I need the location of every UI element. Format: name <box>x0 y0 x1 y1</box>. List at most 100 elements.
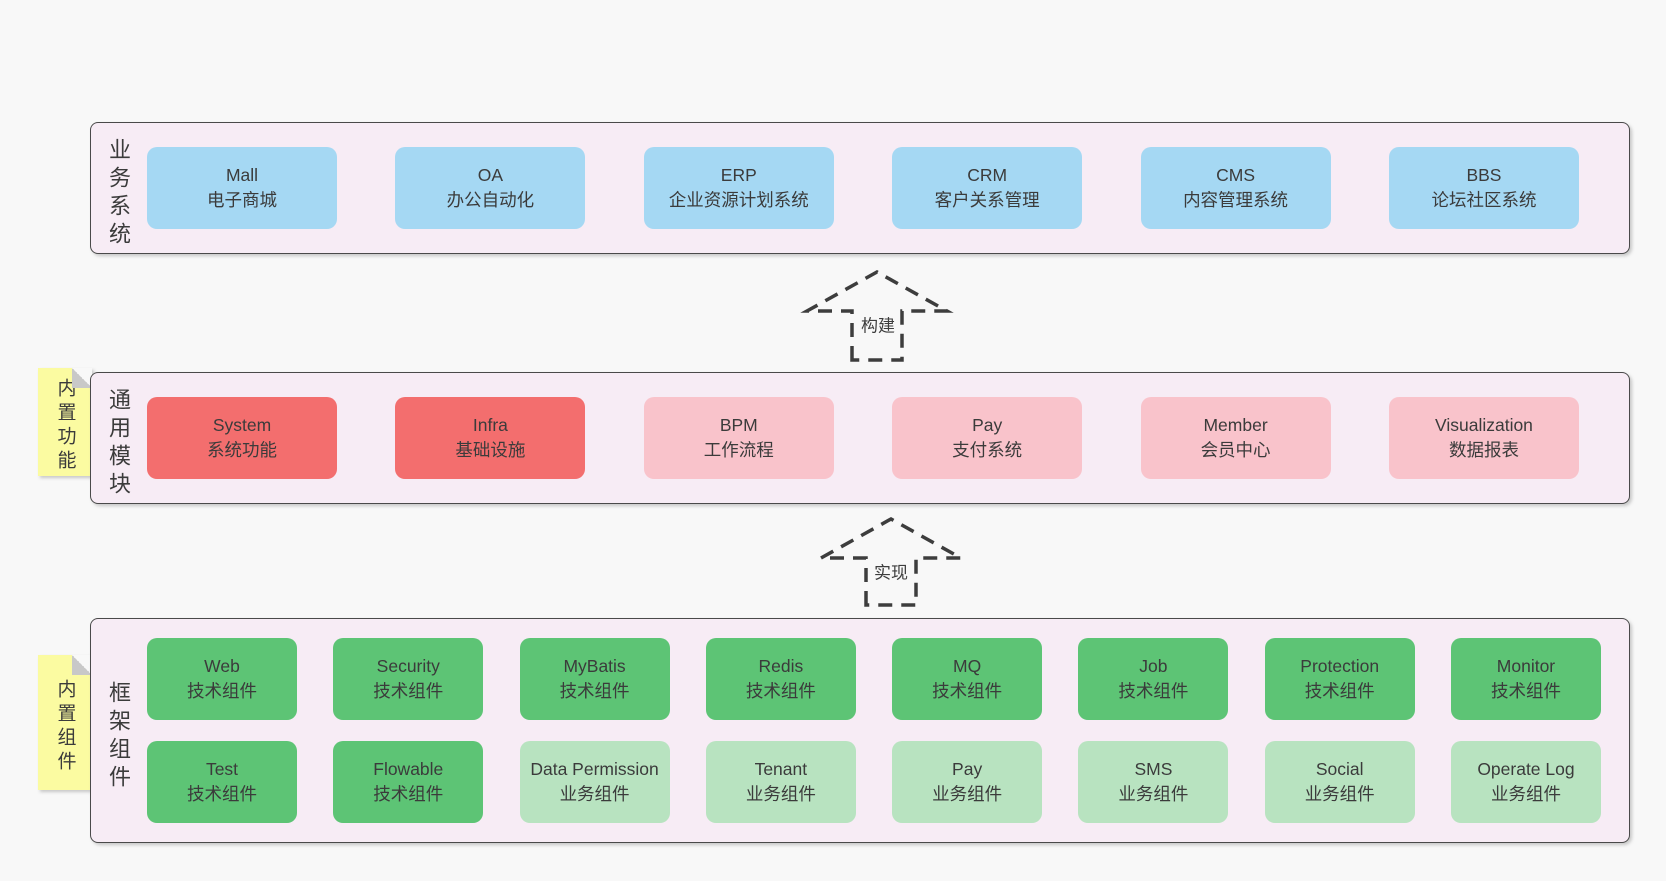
box-desc: 内容管理系统 <box>1183 190 1289 210</box>
box-desc: 系统功能 <box>207 440 277 460</box>
sticky-note-label: 内置功能 <box>54 378 76 474</box>
box-mall: Mall 电子商城 <box>147 147 337 229</box>
sticky-note-built-in-components: 内置组件 <box>38 655 92 790</box>
box-member: Member 会员中心 <box>1140 397 1331 479</box>
box-monitor: Monitor 技术组件 <box>1450 638 1601 720</box>
box-erp: ERP 企业资源计划系统 <box>643 147 834 229</box>
box-operate-log: Operate Log 业务组件 <box>1450 741 1601 823</box>
box-infra: Infra 基础设施 <box>395 397 586 479</box>
band-label: 框架组件 <box>106 680 131 793</box>
box-desc: 业务组件 <box>745 784 816 804</box>
box-crm: CRM 客户关系管理 <box>892 147 1083 229</box>
box-desc: 业务组件 <box>932 784 1003 804</box>
box-name: Operate Log <box>1477 759 1575 779</box>
box-row: Test 技术组件 Flowable 技术组件 Data Permission … <box>147 741 1601 823</box>
box-name: Data Permission <box>530 759 659 779</box>
band-label: 业务系统 <box>106 138 131 250</box>
box-name: ERP <box>720 165 757 185</box>
box-tenant: Tenant 业务组件 <box>705 741 856 823</box>
box-name: Test <box>205 759 239 779</box>
box-desc: 技术组件 <box>187 681 257 701</box>
box-data-permission: Data Permission 业务组件 <box>519 741 670 823</box>
box-name: System <box>212 415 272 435</box>
box-name: BPM <box>719 415 758 435</box>
box-social: Social 业务组件 <box>1264 741 1415 823</box>
box-name: OA <box>477 165 504 185</box>
box-desc: 办公自动化 <box>446 190 535 210</box>
box-desc: 电子商城 <box>207 190 277 210</box>
band-label: 通用模块 <box>106 388 131 500</box>
box-desc: 技术组件 <box>932 681 1003 701</box>
box-name: Redis <box>758 656 804 676</box>
box-desc: 技术组件 <box>1490 681 1561 701</box>
sticky-note-label: 内置组件 <box>54 678 76 775</box>
box-desc: 工作流程 <box>703 440 774 460</box>
box-desc: 客户关系管理 <box>934 190 1040 210</box>
box-desc: 数据报表 <box>1448 440 1519 460</box>
box-name: Mall <box>225 165 259 185</box>
band-common-modules: 通用模块 System 系统功能 Infra 基础设施 BPM 工作流程 Pay… <box>90 372 1630 504</box>
build-arrow-icon <box>800 269 954 362</box>
box-name: Tenant <box>754 759 808 779</box>
folded-corner-icon <box>72 368 92 388</box>
box-desc: 技术组件 <box>187 784 257 804</box>
band-content: Mall 电子商城 OA 办公自动化 ERP 企业资源计划系统 CRM 客户关系… <box>147 123 1579 253</box>
box-name: CMS <box>1216 165 1255 185</box>
box-visualization: Visualization 数据报表 <box>1388 397 1579 479</box>
box-desc: 企业资源计划系统 <box>668 190 809 210</box>
folded-corner-icon <box>72 655 92 675</box>
box-redis: Redis 技术组件 <box>705 638 856 720</box>
box-desc: 业务组件 <box>1118 784 1189 804</box>
box-bpm: BPM 工作流程 <box>643 397 834 479</box>
box-name: MQ <box>953 656 982 676</box>
box-desc: 技术组件 <box>1118 681 1189 701</box>
box-oa: OA 办公自动化 <box>395 147 586 229</box>
box-desc: 技术组件 <box>373 784 444 804</box>
box-job: Job 技术组件 <box>1078 638 1229 720</box>
box-name: Member <box>1203 415 1268 435</box>
box-test: Test 技术组件 <box>147 741 297 823</box>
band-framework-components: 框架组件 Web 技术组件 Security 技术组件 MyBatis 技术组件… <box>90 618 1630 843</box>
box-pay: Pay 支付系统 <box>892 397 1083 479</box>
box-desc: 业务组件 <box>1490 784 1561 804</box>
box-row: System 系统功能 Infra 基础设施 BPM 工作流程 Pay 支付系统… <box>147 397 1579 479</box>
box-mybatis: MyBatis 技术组件 <box>519 638 670 720</box>
build-arrow-label: 构建 <box>858 310 898 338</box>
band-content: System 系统功能 Infra 基础设施 BPM 工作流程 Pay 支付系统… <box>147 373 1579 503</box>
box-desc: 技术组件 <box>1304 681 1375 701</box>
box-bbs: BBS 论坛社区系统 <box>1388 147 1579 229</box>
box-web: Web 技术组件 <box>147 638 297 720</box>
box-name: Infra <box>472 415 508 435</box>
box-system: System 系统功能 <box>147 397 337 479</box>
box-name: SMS <box>1134 759 1173 779</box>
band-business-systems: 业务系统 Mall 电子商城 OA 办公自动化 ERP 企业资源计划系统 CRM… <box>90 122 1630 254</box>
box-name: Pay <box>972 415 1003 435</box>
box-name: Web <box>204 656 240 676</box>
box-name: MyBatis <box>563 656 626 676</box>
box-desc: 基础设施 <box>455 440 526 460</box>
box-row: Web 技术组件 Security 技术组件 MyBatis 技术组件 Redi… <box>147 638 1601 720</box>
box-flowable: Flowable 技术组件 <box>333 741 484 823</box>
implement-arrow-icon <box>814 516 968 607</box>
implement-arrow-label: 实现 <box>871 557 911 585</box>
box-name: Monitor <box>1496 656 1556 676</box>
box-cms: CMS 内容管理系统 <box>1140 147 1331 229</box>
box-mq: MQ 技术组件 <box>892 638 1043 720</box>
box-name: Pay <box>952 759 983 779</box>
box-security: Security 技术组件 <box>333 638 484 720</box>
box-name: Social <box>1315 759 1364 779</box>
box-desc: 论坛社区系统 <box>1431 190 1537 210</box>
box-name: Protection <box>1300 656 1380 676</box>
sticky-note-built-in-features: 内置功能 <box>38 368 92 476</box>
box-name: Security <box>376 656 440 676</box>
box-row: Mall 电子商城 OA 办公自动化 ERP 企业资源计划系统 CRM 客户关系… <box>147 147 1579 229</box>
box-desc: 技术组件 <box>559 681 630 701</box>
box-desc: 技术组件 <box>745 681 816 701</box>
box-desc: 业务组件 <box>559 784 630 804</box>
box-protection: Protection 技术组件 <box>1264 638 1415 720</box>
box-desc: 技术组件 <box>373 681 444 701</box>
box-desc: 支付系统 <box>952 440 1023 460</box>
box-sms: SMS 业务组件 <box>1078 741 1229 823</box>
box-desc: 业务组件 <box>1304 784 1375 804</box>
